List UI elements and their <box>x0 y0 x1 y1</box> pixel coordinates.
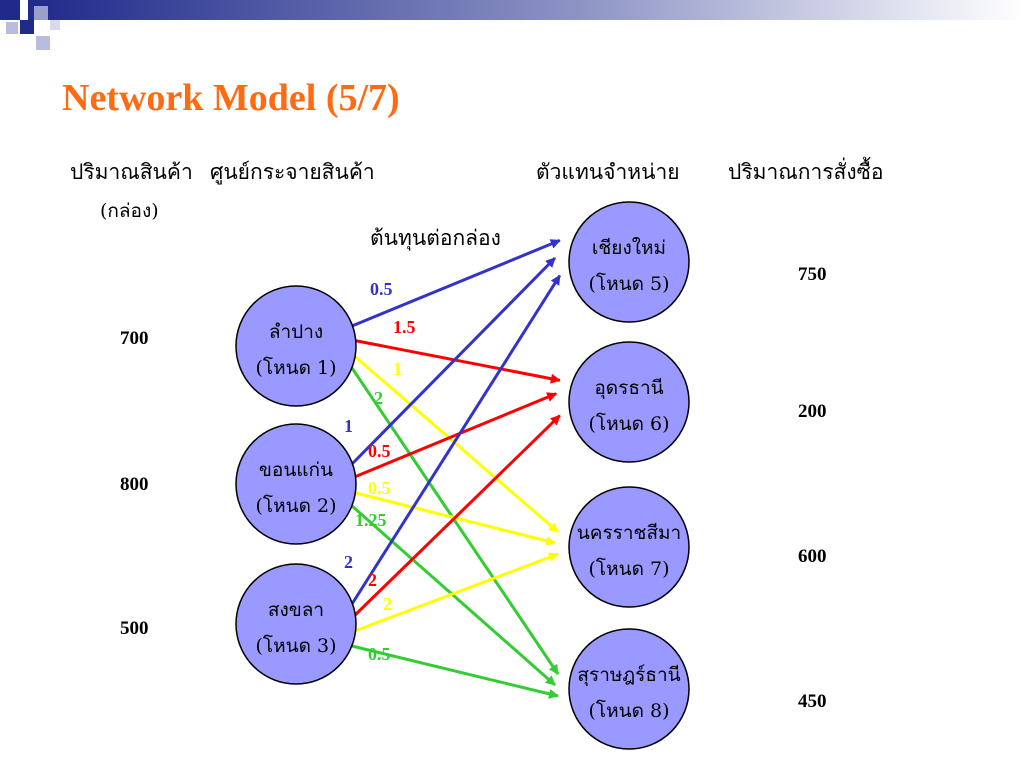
edge-3-to-6 <box>350 414 561 620</box>
destination-node-6: อุดรธานี (โหนด 6) <box>568 341 690 463</box>
header-agents: ตัวแทนจำหน่าย <box>536 160 680 184</box>
cost-label-3-6: 2 <box>368 570 377 590</box>
edge-1-to-8 <box>350 367 560 675</box>
destination-node-8: สุราษฎร์ธานี (โหนด 8) <box>568 628 690 750</box>
source-node-3-id: (โหนด 3) <box>255 634 336 657</box>
cost-label-1-5: 0.5 <box>370 279 393 299</box>
cost-label-2-5: 1 <box>344 416 353 436</box>
header-cost-per-box: ต้นทุนต่อกล่อง <box>370 226 501 250</box>
header-distribution-centers: ศูนย์กระจายสินค้า <box>210 160 375 184</box>
destination-node-7-id: (โหนด 7) <box>588 557 669 580</box>
cost-label-3-8: 0.5 <box>368 644 391 664</box>
header-supply-qty: ปริมาณสินค้า <box>70 160 193 184</box>
edge-3-to-7 <box>351 552 559 634</box>
source-node-3-name: สงขลา <box>268 599 324 621</box>
cost-label-2-8: 1.25 <box>355 510 387 530</box>
supply-qty-node-2: 800 <box>120 474 149 495</box>
destination-node-6-id: (โหนด 6) <box>588 412 669 435</box>
demand-qty-node-6: 200 <box>798 401 827 422</box>
source-node-3: สงขลา (โหนด 3) <box>235 563 357 685</box>
source-node-1: ลำปาง (โหนด 1) <box>235 285 357 407</box>
source-node-2-name: ขอนแก่น <box>259 459 333 481</box>
source-node-1-id: (โหนด 1) <box>255 356 336 379</box>
edge-3-to-8 <box>351 644 559 699</box>
cost-label-3-7: 2 <box>383 594 392 614</box>
demand-qty-node-5: 750 <box>798 264 827 285</box>
destination-node-5-id: (โหนด 5) <box>588 272 669 295</box>
cost-label-1-6: 1.5 <box>393 317 416 337</box>
cost-label-2-7: 0.5 <box>368 478 391 498</box>
destination-node-6-name: อุดรธานี <box>594 377 663 400</box>
supply-qty-node-3: 500 <box>120 618 149 639</box>
source-node-2-id: (โหนด 2) <box>255 494 336 517</box>
destination-node-5-name: เชียงใหม่ <box>592 237 666 259</box>
destination-node-7-name: นครราชสีมา <box>577 522 681 544</box>
demand-qty-node-8: 450 <box>798 691 827 712</box>
supply-qty-node-1: 700 <box>120 328 149 349</box>
source-node-1-name: ลำปาง <box>269 321 323 343</box>
destination-node-8-name: สุราษฎร์ธานี <box>577 664 680 687</box>
header-order-qty: ปริมาณการสั่งซื้อ <box>728 160 884 184</box>
cost-label-2-6: 0.5 <box>368 441 391 461</box>
header-decoration <box>0 0 1024 50</box>
edge-2-to-6 <box>351 392 558 480</box>
cost-label-1-8: 2 <box>374 388 383 408</box>
edge-2-to-8 <box>351 504 556 687</box>
cost-label-3-5: 2 <box>344 552 353 572</box>
header-supply-unit: (กล่อง) <box>100 200 159 222</box>
destination-node-7: นครราชสีมา (โหนด 7) <box>568 486 690 608</box>
destination-node-8-id: (โหนด 8) <box>588 699 669 722</box>
edge-1-to-5 <box>351 239 561 328</box>
demand-qty-node-7: 600 <box>798 546 827 567</box>
edge-2-to-5 <box>350 256 557 466</box>
source-node-2: ขอนแก่น (โหนด 2) <box>235 423 357 545</box>
destination-node-5: เชียงใหม่ (โหนด 5) <box>568 201 690 323</box>
page-title: Network Model (5/7) <box>62 77 400 119</box>
edge-3-to-5 <box>350 274 562 605</box>
cost-label-1-7: 1 <box>393 359 402 379</box>
